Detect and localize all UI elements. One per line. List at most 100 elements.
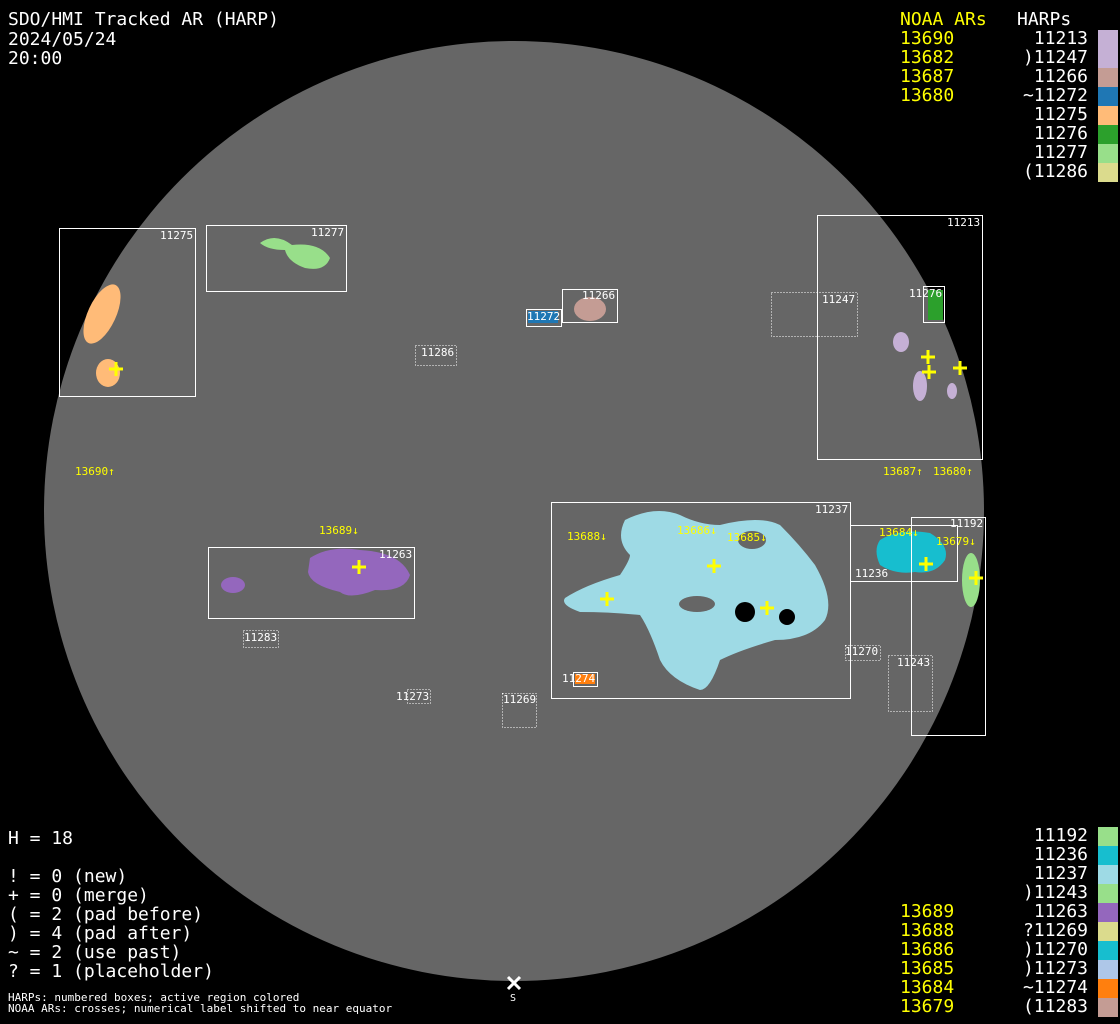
legend-harp-id: 11266 (1033, 66, 1088, 87)
legend-color-swatch (1098, 941, 1118, 960)
close-x-icon (506, 975, 522, 991)
harp-box-11277[interactable] (206, 225, 347, 292)
region-11276 (928, 290, 943, 320)
page-title: SDO/HMI Tracked AR (HARP) (8, 9, 279, 30)
cross-icon (109, 362, 123, 376)
noaa-labels: 13690↑ 13687↑ 13680↑ 13689↓ 13688↓ 13686… (75, 465, 976, 548)
legend-noaa-id: 13684 (900, 977, 955, 998)
harp-label: 11275 (160, 229, 193, 242)
legend-noaa-id: 13690 (900, 28, 955, 49)
noaa-label: 13680↑ (933, 465, 973, 478)
cross-icon (969, 571, 983, 585)
legend-harp-id: )11270 (1022, 939, 1088, 960)
legend-harp-id: 11275 (1033, 104, 1088, 125)
harp-label: 11192 (950, 517, 983, 530)
sunspot (735, 602, 755, 622)
harp-box-11266[interactable] (562, 289, 618, 323)
harp-box-11274[interactable] (573, 672, 598, 687)
legend-color-swatch (1098, 998, 1118, 1017)
harp-box-11273[interactable] (407, 689, 431, 704)
sunspot (779, 609, 795, 625)
noaa-label: 13684↓ (879, 526, 919, 539)
harp-box-11247[interactable] (771, 292, 858, 337)
legend-color-swatch (1098, 30, 1118, 49)
region-11275a (83, 284, 121, 344)
legend-harp-id: 11276 (1033, 123, 1088, 144)
legend-color-swatch (1098, 922, 1118, 941)
harp-box-11275[interactable] (59, 228, 196, 397)
legend-color-swatch (1098, 87, 1118, 106)
legend-color-swatch (1098, 979, 1118, 998)
noaa-label: 13679↓ (936, 535, 976, 548)
region-11274 (575, 674, 595, 684)
harp-box-11237[interactable] (551, 502, 851, 699)
noaa-label: 13686↓ (677, 524, 717, 537)
stat-line: ! = 0 (new) (8, 866, 128, 887)
cross-icon (707, 559, 721, 573)
legend-harp-id: )11243 (1022, 882, 1088, 903)
region-11213a (893, 332, 909, 352)
legend-harp-id: (11283 (1022, 996, 1088, 1017)
stat-line: ) = 4 (pad after) (8, 923, 193, 944)
time-label: 20:00 (8, 48, 63, 69)
region-11272 (528, 311, 558, 323)
harp-label: 11243 (897, 656, 930, 669)
cross-icon (352, 560, 366, 574)
legend-noaa-id: 13679 (900, 996, 955, 1017)
legend-noaa-id: 13688 (900, 920, 955, 941)
south-label: S (510, 993, 516, 1004)
harp-label: 11236 (855, 567, 888, 580)
noaa-label: 13689↓ (319, 524, 359, 537)
harp-label: 11269 (503, 693, 536, 706)
legend-harp-id: 11237 (1033, 863, 1088, 884)
harp-box-11243[interactable] (888, 655, 933, 712)
legend-color-swatch (1098, 125, 1118, 144)
legend-harp-id: 11192 (1033, 825, 1088, 846)
harp-label: 11237 (815, 503, 848, 516)
harp-box-11272[interactable] (526, 309, 562, 327)
region-11263b (221, 577, 245, 593)
harp-box-11276[interactable] (923, 286, 945, 323)
legend-harp-id: ~11272 (1022, 85, 1088, 106)
legend-color-swatch (1098, 827, 1118, 846)
harp-box-11236[interactable] (850, 525, 958, 582)
harp-box-11269[interactable] (502, 693, 537, 728)
harp-box-11286[interactable] (415, 345, 457, 366)
cross-icon (919, 557, 933, 571)
region-11277 (260, 237, 330, 269)
stat-line: ( = 2 (pad before) (8, 904, 204, 925)
legend-noaa-id: 13685 (900, 958, 955, 979)
harp-label: 11273 (396, 690, 429, 703)
noaa-label: 13688↓ (567, 530, 607, 543)
legend-harp-id: ?11269 (1022, 920, 1088, 941)
legend-color-swatch (1098, 903, 1118, 922)
harp-box-11270[interactable] (845, 645, 881, 661)
harp-labels: 11275 11277 11266 11272 11286 11247 1121… (160, 216, 983, 706)
harp-box-11283[interactable] (243, 630, 279, 648)
legend-noaa-id: 13687 (900, 66, 955, 87)
legend-harp-id: ~11274 (1022, 977, 1088, 998)
legend-harp-id: 11263 (1033, 901, 1088, 922)
harp-box-11213[interactable] (817, 215, 983, 460)
harp-label: 11286 (421, 346, 454, 359)
legend-noaa-id: 13686 (900, 939, 955, 960)
noaa-header: NOAA ARs (900, 9, 987, 30)
noaa-label: 13687↑ (883, 465, 923, 478)
harp-boxes (59, 215, 986, 736)
cross-icon (921, 350, 935, 364)
region-11266 (574, 297, 606, 321)
legend-color-swatch (1098, 960, 1118, 979)
legend-harp-id: 11213 (1033, 28, 1088, 49)
harp-count: H = 18 (8, 828, 74, 849)
legend-harp-id: (11286 (1022, 161, 1088, 182)
harp-box-11192[interactable] (911, 517, 986, 736)
date-label: 2024/05/24 (8, 29, 117, 50)
legend-harp-id: 11277 (1033, 142, 1088, 163)
region-11192 (962, 553, 980, 607)
footnote: HARPs: numbered boxes; active region col… (8, 991, 300, 1004)
active-regions (83, 237, 980, 690)
cross-icon (600, 592, 614, 606)
harp-box-11263[interactable] (208, 547, 415, 619)
harp-boxes-dotted (243, 292, 933, 728)
